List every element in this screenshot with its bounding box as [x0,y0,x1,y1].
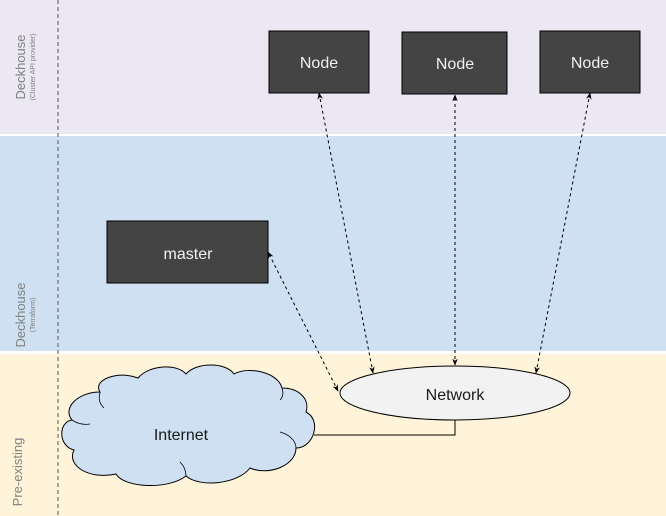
master-label: master [164,246,214,263]
lane-subtitle: (Terraform) [30,298,37,333]
node-box[interactable]: Node [268,30,370,94]
node-label: Node [300,55,338,72]
lane-terraform [0,136,666,351]
node-box[interactable]: Node [401,31,508,95]
node-label: Node [571,55,609,72]
lane-title: Deckhouse [13,282,28,347]
lane-title: Deckhouse [13,34,28,99]
network-label: Network [426,387,486,404]
edge-internet-network[interactable] [314,420,456,436]
network-ellipse[interactable]: Network [339,365,571,421]
cloud-icon [61,364,316,486]
lane-label-cluster-api: Deckhouse (Cluster API provider) [13,34,37,101]
internet-label: Internet [154,427,209,444]
internet-cloud[interactable]: Internet [61,364,316,486]
lane-subtitle: (Cluster API provider) [30,34,37,101]
node-label: Node [436,56,474,73]
lane-divider [0,351,666,354]
lane-label-pre-existing: Pre-existing [10,438,25,507]
node-box[interactable]: Node [539,30,641,94]
lane-divider [0,134,666,136]
master-box[interactable]: master [106,220,269,284]
lane-title: Pre-existing [10,438,25,507]
lane-label-terraform: Deckhouse (Terraform) [13,282,37,347]
